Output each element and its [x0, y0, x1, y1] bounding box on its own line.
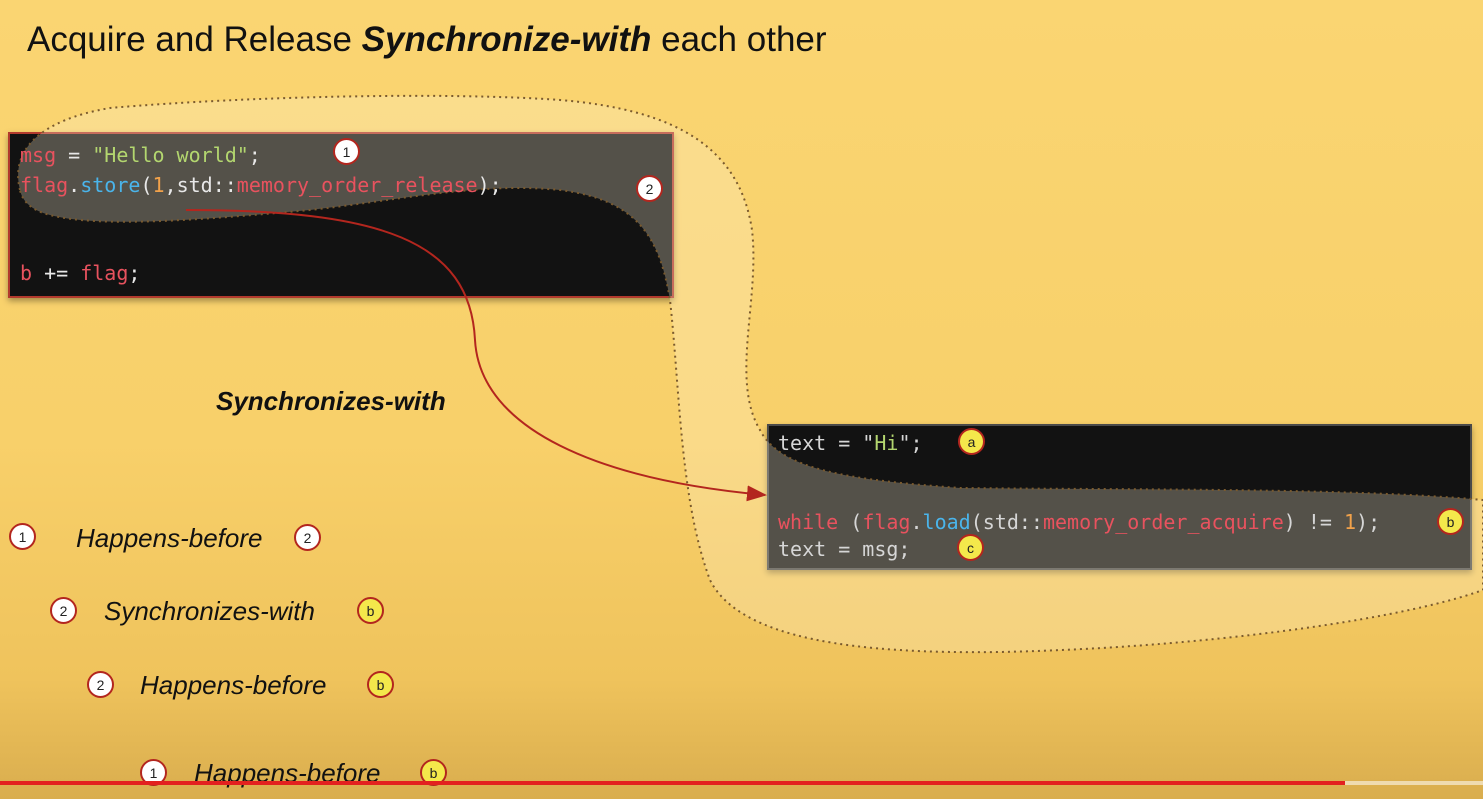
relation-text: Happens-before [76, 523, 263, 553]
code-line-flag-store: flag.store(1,std::memory_order_release); [20, 173, 502, 197]
arrow-label: Synchronizes-with [216, 386, 446, 416]
code-line-text-hi: text = "Hi"; [778, 431, 923, 455]
relation-left-badge: 2 [50, 597, 77, 624]
relation-left-badge: 2 [87, 671, 114, 698]
badge-c-icon: c [957, 534, 984, 561]
video-progress-bar[interactable] [0, 781, 1345, 785]
relation-text: Happens-before [140, 670, 327, 700]
badge-2-icon: 2 [636, 175, 663, 202]
relation-text: Synchronizes-with [104, 596, 315, 626]
relation-right-badge: b [357, 597, 384, 624]
slide-title: Acquire and Release Synchronize-with eac… [27, 20, 827, 59]
badge-a-icon: a [958, 428, 985, 455]
code-line-b-add: b += flag; [20, 261, 141, 285]
badge-b-icon: b [1437, 508, 1464, 535]
relation-left-badge: 1 [9, 523, 36, 550]
code-line-msg-assign: msg = "Hello world"; [20, 143, 261, 167]
badge-1-icon: 1 [333, 138, 360, 165]
code-line-while-load: while (flag.load(std::memory_order_acqui… [778, 510, 1381, 534]
video-progress-remaining[interactable] [1345, 781, 1483, 785]
relation-right-badge: b [367, 671, 394, 698]
relation-right-badge: 2 [294, 524, 321, 551]
title-emphasis: Synchronize-with [361, 20, 652, 59]
code-line-text-msg: text = msg; [778, 537, 911, 561]
